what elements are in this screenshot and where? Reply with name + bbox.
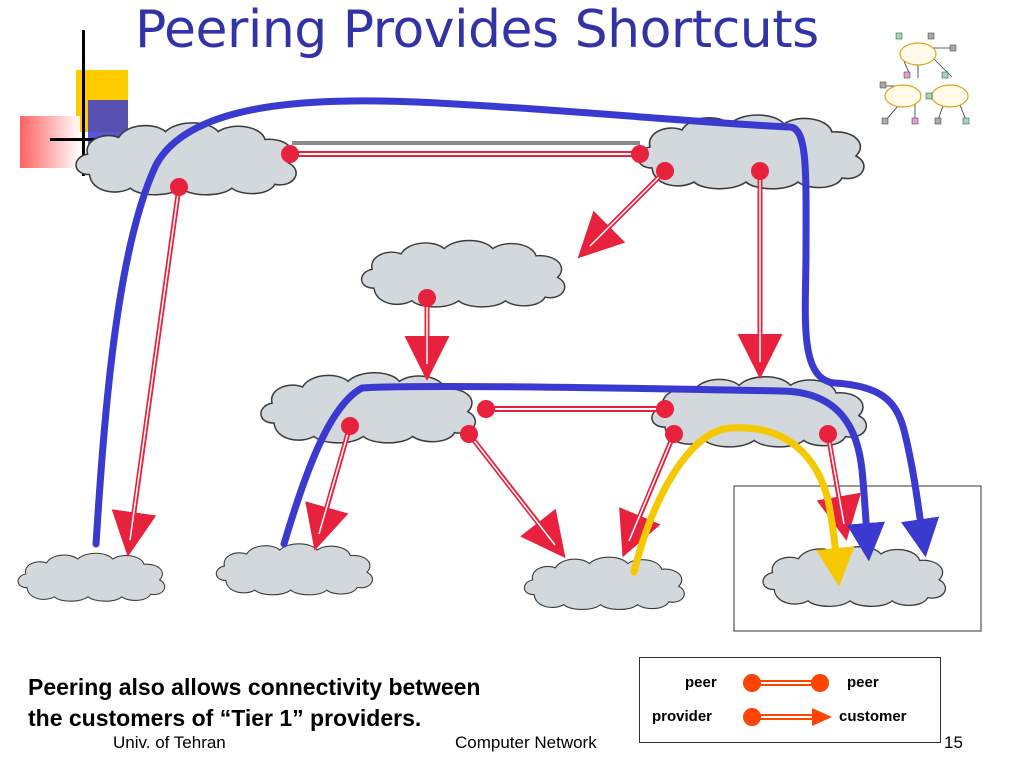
cloud-bottom-3 <box>523 556 686 611</box>
endpoint-dot <box>418 289 436 307</box>
corner-decoration <box>20 30 140 180</box>
slide-caption: Peering also allows connectivity between… <box>28 672 628 734</box>
cloud-bottom-1 <box>17 552 166 602</box>
endpoint-dot <box>281 145 299 163</box>
legend-provider-customer-symbol <box>743 708 832 726</box>
endpoint-dot <box>460 425 478 443</box>
footer-center: Computer Network <box>455 733 597 752</box>
provider-link-8 <box>816 433 862 541</box>
link-endpoints <box>170 145 837 443</box>
provider-link-7 <box>619 433 677 558</box>
endpoint-dot <box>819 425 837 443</box>
caption-line-1: Peering also allows connectivity between <box>28 674 481 700</box>
cloud-bottom-4 <box>762 545 947 608</box>
provider-link-1 <box>111 186 182 557</box>
caption-line-2: the customers of “Tier 1” providers. <box>28 705 422 731</box>
endpoint-dot <box>477 400 495 418</box>
blue-path-via-providers <box>92 97 940 558</box>
provider-link-2 <box>577 169 667 259</box>
endpoint-dot <box>656 400 674 418</box>
legend-peer-left: peer <box>685 674 717 691</box>
footer-left: Univ. of Tehran <box>113 733 226 752</box>
slide-title: Peering Provides Shortcuts <box>135 0 819 60</box>
provider-link-5 <box>305 425 353 551</box>
gold-path <box>630 424 855 587</box>
endpoint-dot <box>665 425 683 443</box>
legend-peer-symbol <box>743 674 829 692</box>
endpoint-dot <box>341 417 359 435</box>
endpoint-dot <box>631 145 649 163</box>
legend-customer: customer <box>839 708 907 725</box>
endpoint-dot <box>170 178 188 196</box>
cloud-middle <box>360 239 566 308</box>
cloud-bottom-2 <box>215 543 374 596</box>
legend-symbols <box>743 674 832 726</box>
endpoint-dot <box>656 162 674 180</box>
highlight-box <box>733 485 982 632</box>
legend: peer peer provider customer <box>639 657 941 743</box>
network-topology-icon <box>879 32 970 125</box>
page-number: 15 <box>944 733 963 752</box>
legend-peer-right: peer <box>847 674 879 691</box>
endpoint-dot <box>751 162 769 180</box>
legend-provider: provider <box>652 708 713 725</box>
blue-path-via-peering <box>280 382 886 562</box>
provider-link-6 <box>467 432 566 559</box>
